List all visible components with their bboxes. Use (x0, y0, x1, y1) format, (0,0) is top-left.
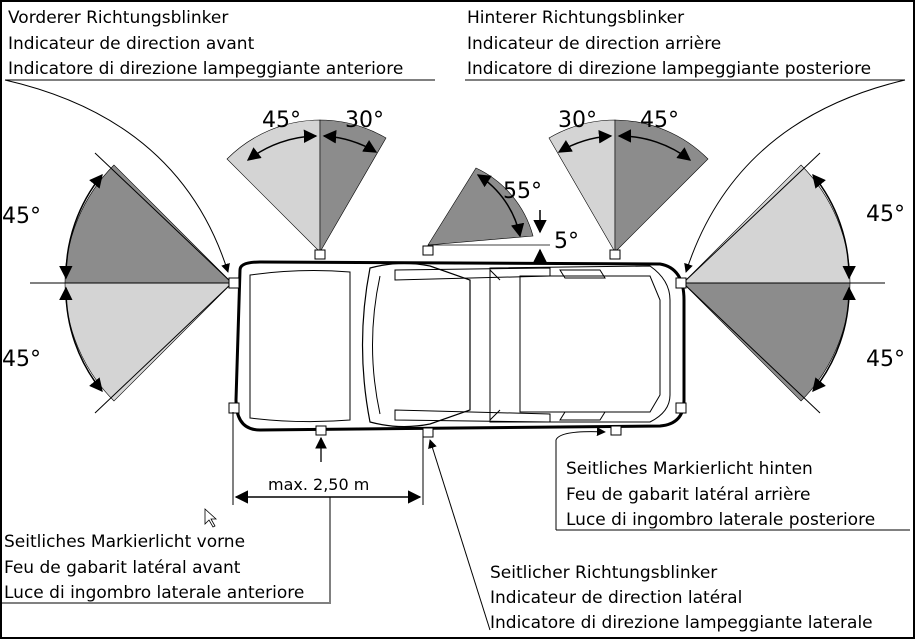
caption-line: Vorderer Richtungsblinker (8, 8, 228, 28)
side-indicator-wedge (422, 167, 550, 272)
wedge-rear-down (682, 282, 851, 402)
caption-line: Indicatore di direzione lampeggiante pos… (467, 59, 871, 79)
angle-rear-right: 45° (640, 108, 679, 133)
caption-line: Indicatore di direzione lampeggiante ant… (8, 59, 403, 79)
side-marker-front-caption: Seitliches Markierlicht vorne Feu de gab… (2, 532, 331, 604)
angle-front-left: 45° (262, 108, 301, 133)
front-outer-wedges (4, 79, 233, 414)
front-top-wedge (226, 119, 387, 260)
caption-line: Indicatore di direzione lampeggiante lat… (490, 613, 873, 633)
mouse-cursor-icon (204, 508, 218, 528)
angle-rear-outer-up: 45° (866, 202, 905, 227)
caption-line: Hinterer Richtungsblinker (467, 8, 684, 28)
car-top-view (234, 260, 686, 432)
wedge-rear-up (682, 164, 851, 284)
wedge-front-down (64, 282, 233, 402)
angle-rear-outer-down: 45° (866, 347, 905, 372)
caption-line: Luce di ingombro laterale posteriore (566, 510, 875, 530)
rear-outer-wedges (682, 79, 906, 414)
rear-indicator-caption: Hinterer Richtungsblinker Indicateur de … (465, 8, 905, 81)
rear-top-wedge (548, 119, 709, 260)
wedge-front-up (64, 164, 233, 284)
caption-line: Indicateur de direction avant (8, 34, 255, 54)
caption-line: Indicateur de direction latéral (490, 588, 742, 608)
caption-line: Feu de gabarit latéral arrière (566, 485, 811, 505)
angle-front-outer-down: 45° (2, 347, 41, 372)
angle-rear-left: 30° (558, 108, 597, 133)
car-lamps (228, 277, 687, 438)
side-marker-rear-caption: Seitliches Markierlicht hinten Feu de ga… (556, 459, 910, 531)
max-width-dimension (232, 412, 606, 631)
angle-side-upper: 55° (503, 179, 542, 204)
caption-line: Seitliches Markierlicht vorne (4, 532, 245, 552)
caption-line: Seitliches Markierlicht hinten (566, 459, 813, 479)
caption-line: Feu de gabarit latéral avant (4, 558, 241, 578)
side-indicator-caption: Seitlicher Richtungsblinker Indicateur d… (490, 563, 873, 633)
caption-line: Luce di ingombro laterale anteriore (4, 583, 304, 603)
front-indicator-caption: Vorderer Richtungsblinker Indicateur de … (5, 8, 435, 81)
caption-line: Seitlicher Richtungsblinker (490, 563, 717, 583)
caption-line: Indicateur de direction arrière (467, 34, 721, 54)
angle-front-outer-up: 45° (2, 204, 41, 229)
angle-front-right: 30° (345, 108, 384, 133)
angle-side-lower: 5° (554, 229, 579, 254)
max-width-label: max. 2,50 m (268, 475, 369, 494)
